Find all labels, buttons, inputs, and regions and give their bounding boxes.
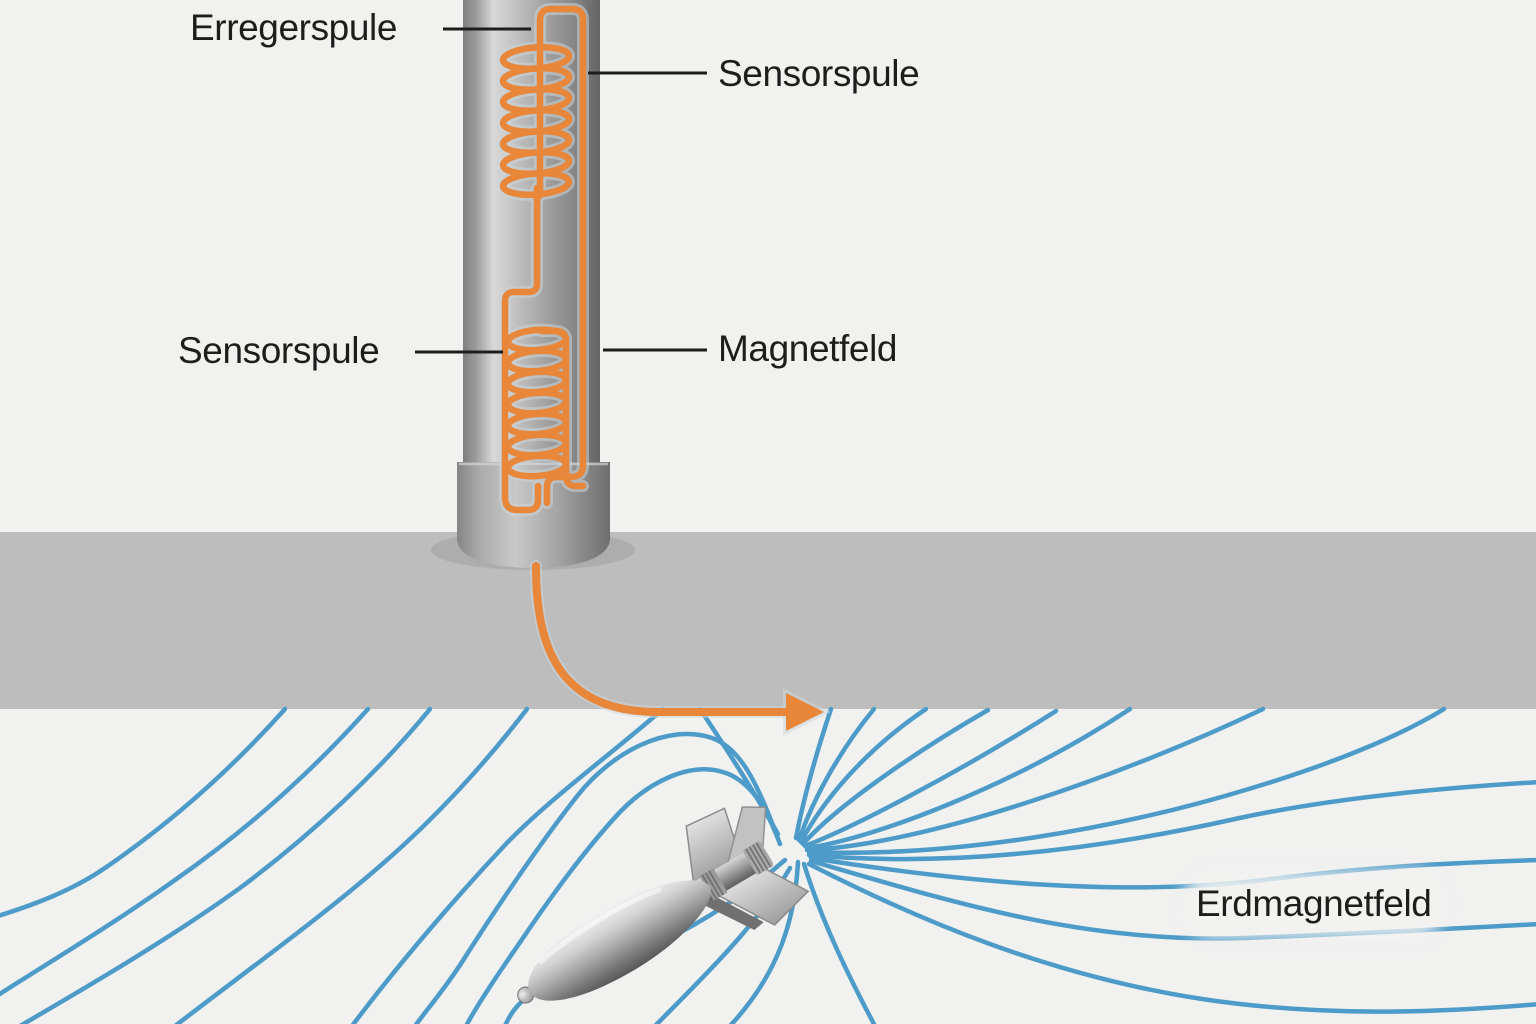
arrowhead-icon (786, 693, 824, 731)
ground-band (0, 532, 1536, 709)
bomb-body (528, 880, 712, 1001)
bomb-tail-rib-band (699, 868, 728, 901)
signal-flow-arrow (530, 560, 831, 736)
label-magnetfeld: Magnetfeld (718, 328, 898, 369)
label-sensorspule-top: Sensorspule (718, 53, 920, 94)
label-sensorspule-mid: Sensorspule (178, 330, 380, 371)
bomb-highlight (538, 887, 662, 965)
bomb-fin-lower-back (698, 893, 764, 930)
buried-bomb (517, 806, 810, 1004)
field-lines (0, 706, 1536, 1024)
label-erregerspule: Erregerspule (190, 7, 398, 48)
label-erdmagnetfeld: Erdmagnetfeld (1196, 883, 1432, 925)
